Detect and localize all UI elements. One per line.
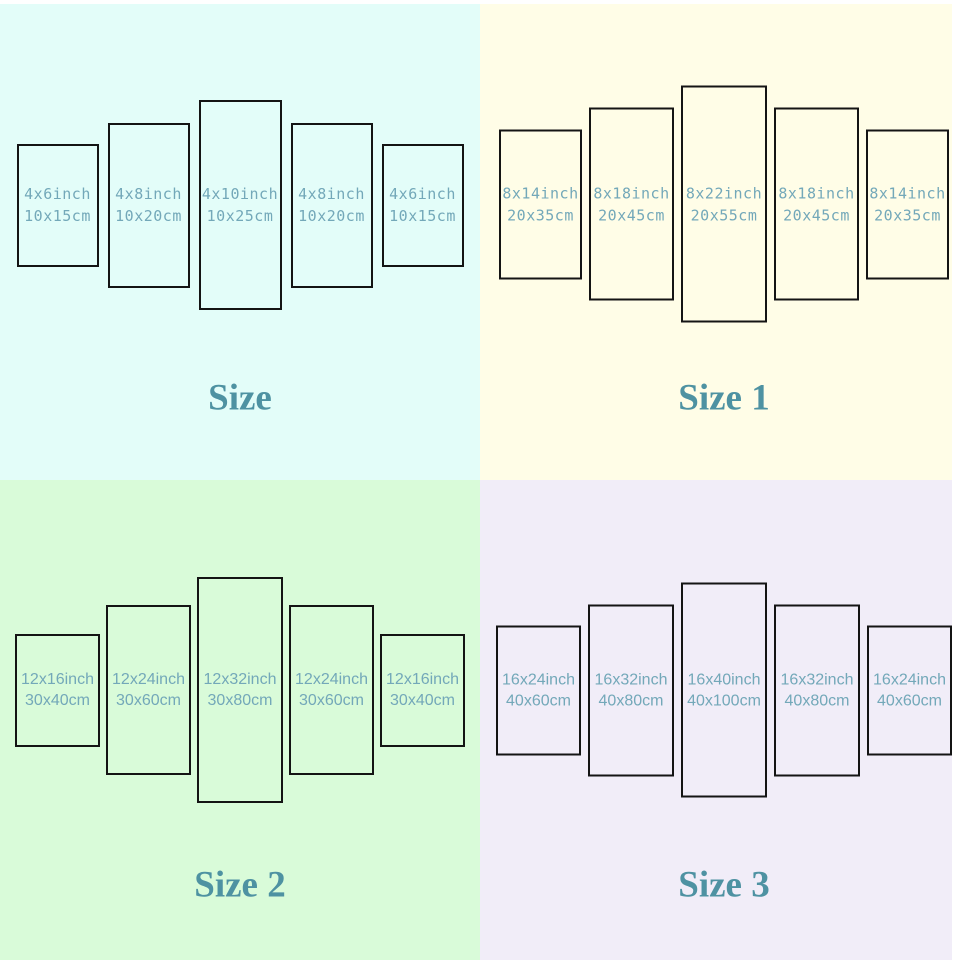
panel-inch-label: 8x22inch (685, 184, 763, 202)
panel-cm-label: 30x80cm (207, 692, 273, 709)
panel-cm-label: 40x100cm (687, 692, 761, 709)
panel-inch-label: 12x24inch (295, 671, 368, 688)
panel: 12x32inch 30x80cm (197, 577, 283, 803)
panel-inch-label: 16x40inch (687, 671, 761, 688)
panel-inch-label: 8x14inch (869, 184, 946, 202)
panel: 12x16inch 30x40cm (15, 633, 100, 747)
panel-cm-label: 20x45cm (598, 206, 665, 224)
quadrant-title: Size 3 (678, 864, 770, 906)
panel-inch-label: 4x6inch (24, 185, 91, 203)
panel: 4x6inch 10x15cm (16, 143, 99, 267)
panels-row: 12x16inch 30x40cm 12x24inch 30x60cm 12x3… (0, 577, 480, 803)
quadrant-title: Size 1 (678, 377, 770, 419)
panel-cm-label: 20x35cm (507, 206, 574, 224)
panel-inch-label: 12x16inch (386, 671, 459, 688)
panel: 16x32inch 40x80cm (774, 604, 860, 776)
panel-cm-label: 10x25cm (206, 207, 274, 225)
panel-cm-label: 30x40cm (25, 692, 90, 709)
panel-cm-label: 40x60cm (877, 692, 942, 709)
panel-cm-label: 20x45cm (783, 206, 850, 224)
panel: 8x14inch 20x35cm (866, 129, 949, 279)
panel: 8x18inch 20x45cm (589, 107, 674, 301)
panel-inch-label: 12x16inch (21, 671, 94, 688)
panel: 12x24inch 30x60cm (106, 605, 191, 775)
panel-cm-label: 10x15cm (24, 207, 91, 225)
panel-inch-label: 4x10inch (201, 185, 279, 203)
panel-cm-label: 10x15cm (389, 207, 456, 225)
panel: 4x8inch 10x20cm (290, 122, 373, 288)
panel-inch-label: 8x18inch (778, 184, 855, 202)
panel: 4x6inch 10x15cm (381, 143, 464, 267)
panel: 16x40inch 40x100cm (681, 582, 767, 798)
panel-inch-label: 16x24inch (502, 671, 575, 688)
panel-cm-label: 40x60cm (506, 692, 571, 709)
panel-cm-label: 10x20cm (298, 207, 365, 225)
panel-inch-label: 8x14inch (502, 184, 579, 202)
panel: 16x24inch 40x60cm (867, 625, 952, 755)
panel: 4x10inch 10x25cm (198, 100, 282, 310)
panel-cm-label: 30x60cm (299, 692, 364, 709)
panel-inch-label: 8x18inch (593, 184, 670, 202)
panel: 12x16inch 30x40cm (380, 633, 465, 747)
panel: 16x32inch 40x80cm (588, 604, 674, 776)
panel-cm-label: 20x35cm (874, 206, 941, 224)
quadrant-size-1: 8x14inch 20x35cm 8x18inch 20x45cm 8x22in… (480, 4, 952, 480)
panel-inch-label: 12x24inch (112, 671, 185, 688)
quadrant-size: 4x6inch 10x15cm 4x8inch 10x20cm 4x10inch… (0, 4, 480, 480)
panels-row: 4x6inch 10x15cm 4x8inch 10x20cm 4x10inch… (0, 100, 480, 310)
panel-cm-label: 30x40cm (390, 692, 455, 709)
panel: 12x24inch 30x60cm (289, 605, 374, 775)
panel-inch-label: 16x24inch (873, 671, 946, 688)
panel-inch-label: 12x32inch (203, 671, 277, 688)
panel-cm-label: 10x20cm (115, 207, 182, 225)
quadrant-size-2: 12x16inch 30x40cm 12x24inch 30x60cm 12x3… (0, 480, 480, 960)
panel-inch-label: 4x6inch (389, 185, 456, 203)
panel-inch-label: 4x8inch (115, 185, 182, 203)
panel: 16x24inch 40x60cm (496, 625, 581, 755)
quadrant-size-3: 16x24inch 40x60cm 16x32inch 40x80cm 16x4… (480, 480, 952, 960)
panel-inch-label: 4x8inch (298, 185, 365, 203)
panel: 8x18inch 20x45cm (774, 107, 859, 301)
panel-inch-label: 16x32inch (594, 671, 668, 688)
panel: 4x8inch 10x20cm (107, 122, 190, 288)
panels-row: 16x24inch 40x60cm 16x32inch 40x80cm 16x4… (488, 582, 952, 798)
panel-cm-label: 20x55cm (690, 206, 758, 224)
quadrant-title: Size (208, 377, 272, 419)
panel-cm-label: 30x60cm (116, 692, 181, 709)
quadrant-title: Size 2 (194, 864, 286, 906)
panels-row: 8x14inch 20x35cm 8x18inch 20x45cm 8x22in… (488, 85, 952, 323)
size-chart-collage: 4x6inch 10x15cm 4x8inch 10x20cm 4x10inch… (0, 4, 952, 960)
panel-cm-label: 40x80cm (784, 692, 850, 709)
panel: 8x22inch 20x55cm (681, 85, 767, 323)
panel: 8x14inch 20x35cm (499, 129, 582, 279)
panel-inch-label: 16x32inch (780, 671, 854, 688)
panel-cm-label: 40x80cm (598, 692, 664, 709)
